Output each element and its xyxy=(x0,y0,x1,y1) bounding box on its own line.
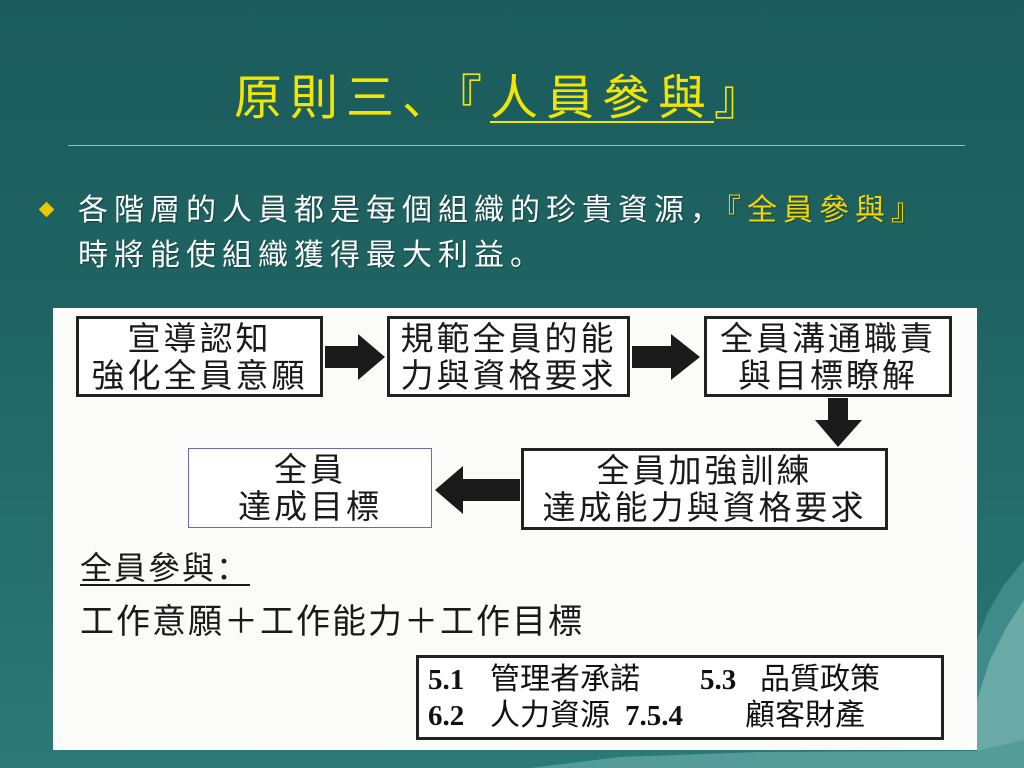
flow-step-1: 宣導認知 強化全員意願 xyxy=(76,316,323,397)
flow-step-2: 規範全員的能 力與資格要求 xyxy=(387,316,630,397)
title-suffix: 』 xyxy=(714,70,771,126)
flow-arrows xyxy=(325,334,862,514)
step-1-line-2: 強化全員意願 xyxy=(91,355,308,395)
arrow-down-icon xyxy=(815,398,862,447)
diagram-panel: 宣導認知 強化全員意願 規範全員的能 力與資格要求 全員溝通職責 與目標瞭解 全… xyxy=(53,308,977,750)
clause-row: 6.2 人力資源 7.5.4 顧客財產 xyxy=(419,698,941,734)
title-prefix: 原則三、『 xyxy=(233,70,490,126)
clause-number: 5.1 xyxy=(428,664,465,696)
step-4-line-1: 全員加強訓練 xyxy=(596,451,813,490)
clause-number: 5.3 xyxy=(700,664,737,696)
clause-number: 7.5.4 xyxy=(625,700,683,732)
formula-label: 全員參與： xyxy=(80,549,251,587)
formula-text: 工作意願＋工作能力＋工作目標 xyxy=(80,602,584,642)
clause-number: 6.2 xyxy=(428,700,465,732)
title-underlined: 人員參與 xyxy=(489,70,714,126)
title-divider xyxy=(68,145,965,146)
step-2-line-2: 力與資格要求 xyxy=(400,355,617,395)
step-2-line-1: 規範全員的能 xyxy=(400,318,617,358)
arrow-left-icon xyxy=(435,466,520,514)
bullet-text-white: 各階層的人員都是每個組織的珍貴資源， xyxy=(78,193,726,228)
clause-name: 管理者承諾 xyxy=(490,662,640,697)
step-5-line-2: 達成目標 xyxy=(238,487,382,526)
clause-name: 顧客財產 xyxy=(745,698,865,733)
mountain-shape-light xyxy=(977,600,1024,768)
clause-reference-box: 5.1 管理者承諾 5.3 品質政策 6.2 人力資源 7.5.4 顧客財產 xyxy=(416,655,944,740)
bullet-text-highlight: 『全員參與』 xyxy=(726,193,927,228)
step-3-line-2: 與目標瞭解 xyxy=(738,355,918,395)
flow-step-5: 全員 達成目標 xyxy=(188,448,432,528)
slide-title: 原則三、『人員參與』 xyxy=(0,68,1004,128)
step-4-line-2: 達成能力與資格要求 xyxy=(542,488,867,527)
bullet-line-1: 各階層的人員都是每個組織的珍貴資源，『全員參與』 xyxy=(78,188,927,233)
bullet-line-2: 時將能使組織獲得最大利益。 xyxy=(78,238,546,273)
arrow-right-1-icon xyxy=(325,334,385,380)
step-1-line-1: 宣導認知 xyxy=(127,318,272,358)
clause-name: 人力資源 xyxy=(490,698,610,733)
mountain-shape-bottom xyxy=(530,740,1024,768)
bullet-point: 各階層的人員都是每個組織的珍貴資源，『全員參與』 時將能使組織獲得最大利益。 xyxy=(78,188,927,278)
flow-step-3: 全員溝通職責 與目標瞭解 xyxy=(704,316,952,397)
clause-row: 5.1 管理者承諾 5.3 品質政策 xyxy=(419,662,941,698)
clause-name: 品質政策 xyxy=(760,662,880,697)
arrow-right-2-icon xyxy=(632,334,700,380)
step-3-line-1: 全員溝通職責 xyxy=(720,318,936,358)
flow-step-4: 全員加強訓練 達成能力與資格要求 xyxy=(521,448,888,530)
step-5-line-1: 全員 xyxy=(274,450,346,489)
